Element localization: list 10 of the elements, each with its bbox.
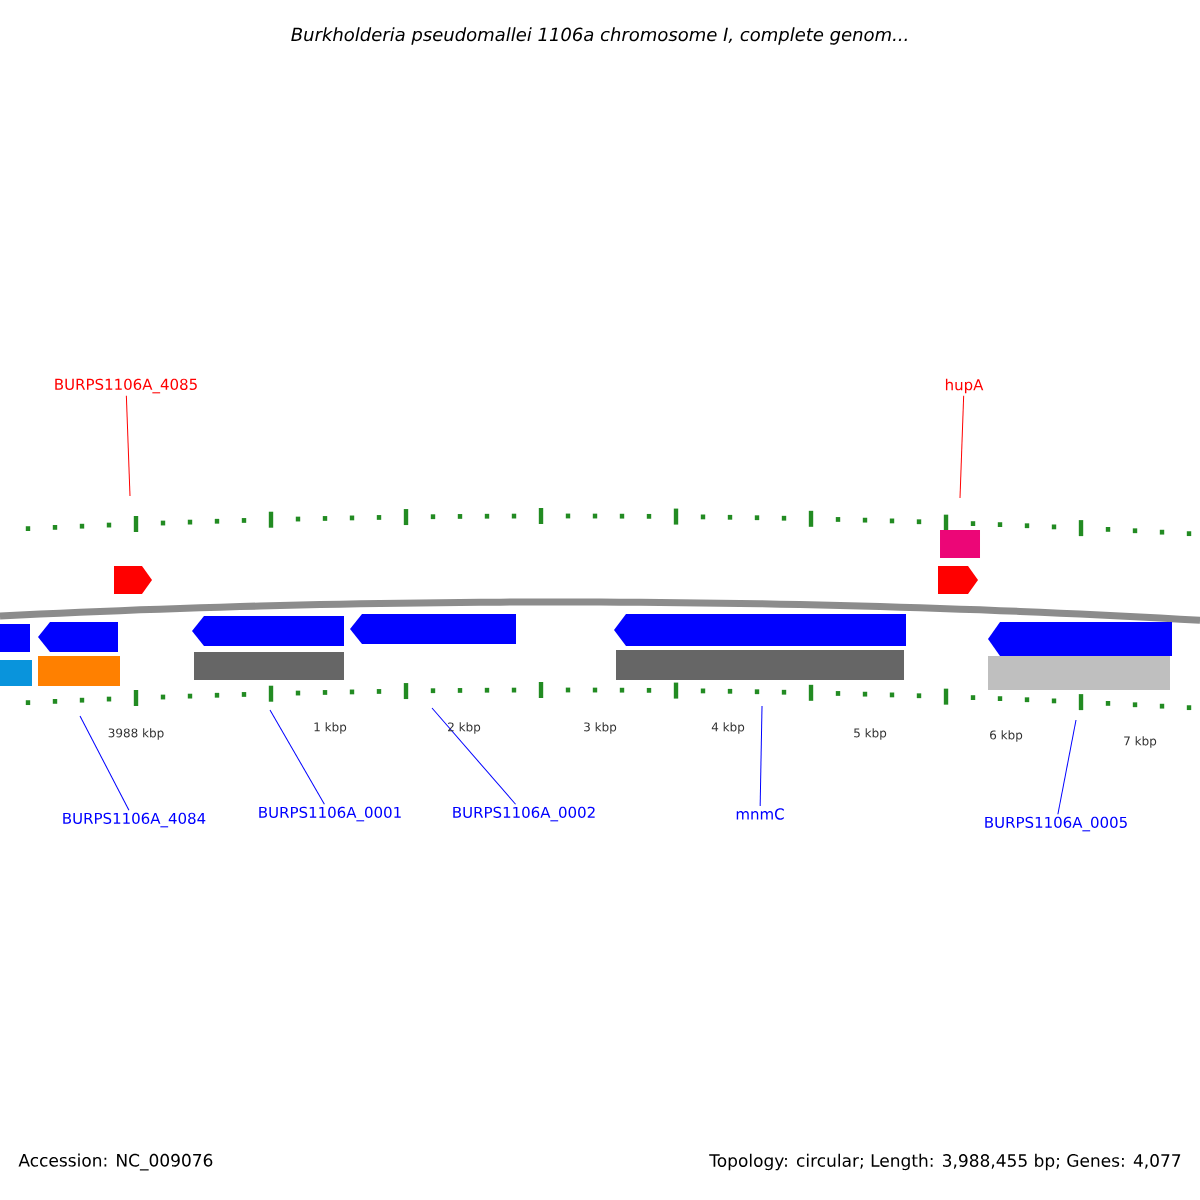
footer-text: Topology: circular; Length: 3,988,455 bp; Genes: 4,077	[709, 1153, 1181, 1171]
footer-text: Accession: NC_009076	[18, 1153, 213, 1171]
title: Burkholderia pseudomallei 1106a chromosome I, complete genom...	[291, 27, 907, 45]
leader-line	[431, 707, 517, 805]
leader-line	[1057, 719, 1077, 815]
leader-line	[269, 709, 325, 805]
leader-line	[79, 715, 130, 811]
leader-line	[959, 395, 965, 499]
leader-line	[759, 705, 763, 807]
leader-line	[125, 395, 131, 497]
